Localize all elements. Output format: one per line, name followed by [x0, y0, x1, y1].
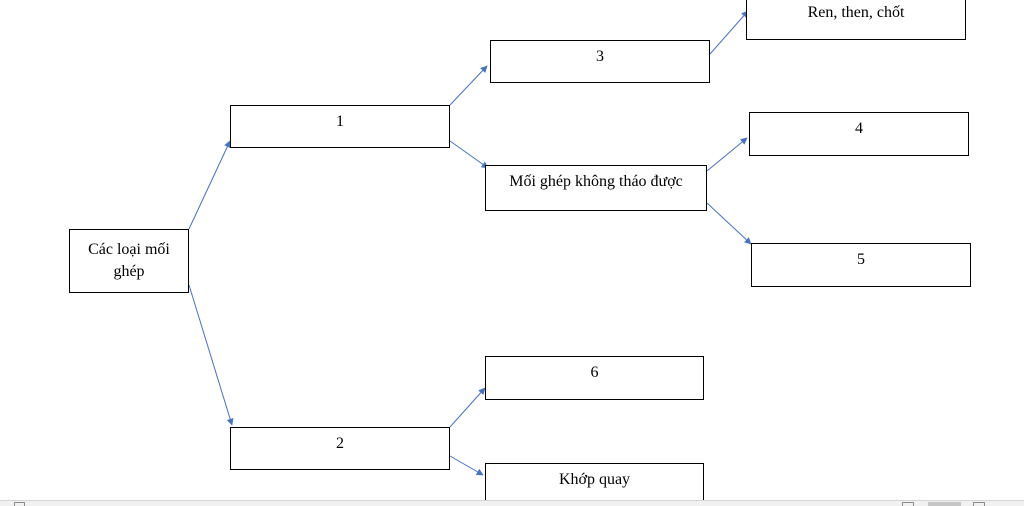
node-2: 2 — [230, 427, 450, 470]
node-1-label: 1 — [336, 113, 344, 130]
print-layout-view-icon[interactable] — [928, 502, 961, 506]
node-1: 1 — [230, 105, 450, 148]
node-3: 3 — [490, 40, 710, 83]
node-root: Các loại mối ghép — [69, 229, 189, 293]
page-status-icon[interactable] — [14, 502, 25, 506]
arrow-1-to-fixed — [449, 140, 489, 169]
arrow-1-to-3 — [449, 65, 488, 106]
node-6: 6 — [485, 356, 704, 400]
node-fixed-joint: Mối ghép không tháo được — [485, 165, 707, 211]
node-3-label: 3 — [596, 48, 604, 65]
node-2-label: 2 — [336, 435, 344, 452]
node-screw-key-pin-label: Ren, then, chốt — [807, 4, 905, 21]
arrow-fixed-to-4 — [706, 137, 748, 172]
node-5-label: 5 — [857, 251, 865, 268]
node-4: 4 — [749, 112, 969, 156]
arrow-root-to-2 — [188, 284, 234, 426]
status-bar — [0, 500, 1024, 506]
node-6-label: 6 — [590, 364, 599, 381]
arrow-root-to-1 — [188, 140, 231, 230]
node-root-label: Các loại mối ghép — [88, 241, 170, 280]
arrow-2-to-hinge — [449, 455, 484, 476]
node-5: 5 — [751, 243, 971, 287]
arrow-fixed-to-5 — [706, 202, 752, 245]
node-4-label: 4 — [855, 120, 863, 137]
web-layout-view-icon[interactable] — [973, 502, 985, 506]
node-hinge-joint-label: Khớp quay — [558, 471, 631, 488]
node-screw-key-pin: Ren, then, chốt — [746, 0, 966, 40]
arrow-3-to-screw — [709, 10, 749, 55]
arrow-2-to-6 — [449, 387, 486, 428]
node-hinge-joint: Khớp quay — [485, 463, 704, 506]
read-mode-view-icon[interactable] — [902, 502, 914, 506]
node-fixed-joint-label: Mối ghép không tháo được — [509, 173, 683, 190]
